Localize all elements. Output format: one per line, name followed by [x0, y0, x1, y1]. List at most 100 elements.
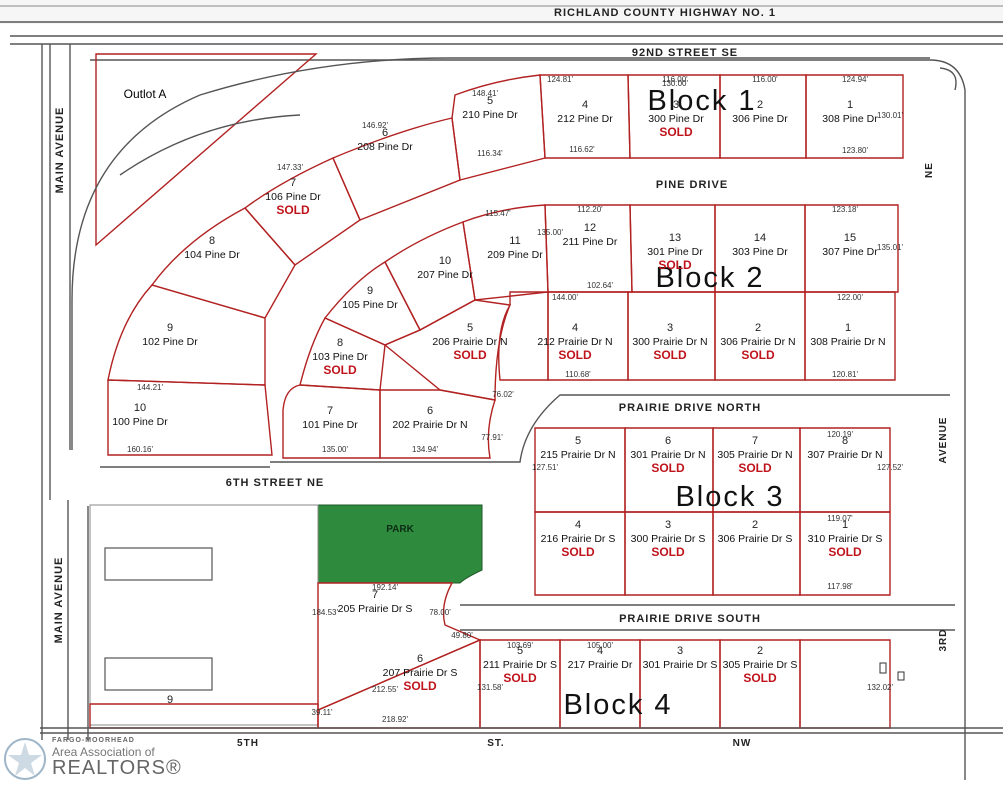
ne-label: NE [924, 162, 935, 178]
lot-address: 208 Pine Dr [357, 141, 413, 153]
lot-number: 6 [417, 653, 423, 665]
lot-address: 105 Pine Dr [342, 299, 398, 311]
sold-label: SOLD [558, 348, 592, 362]
lot-number: 5 [517, 645, 523, 657]
dimension-label: 124.81' [547, 75, 573, 84]
lot-number: 1 [842, 519, 848, 531]
lot-number: 9 [167, 322, 173, 334]
lot-number: 11 [509, 235, 520, 247]
lot-address: 217 Prairie Dr [568, 659, 633, 671]
block-3-label: Block 3 [675, 481, 784, 513]
main-avenue-label-bottom: MAIN AVENUE [53, 557, 65, 644]
lot-number: 7 [290, 177, 296, 189]
logo-line3: REALTORS® [52, 757, 182, 779]
fifth-label: 5TH [237, 738, 259, 749]
lot-address: 216 Prairie Dr S [541, 533, 616, 545]
sixth-street-label: 6TH STREET NE [226, 477, 325, 489]
dimension-label: 135.00' [322, 445, 348, 454]
dimension-label: 127.52' [877, 463, 903, 472]
pine-drive-label: PINE DRIVE [656, 179, 728, 191]
lot-address: 101 Pine Dr [302, 419, 358, 431]
dimension-label: 120.19' [827, 430, 853, 439]
highway-strip [0, 0, 1003, 24]
prairie-north-label: PRAIRIE DRIVE NORTH [619, 402, 761, 414]
lot-address: 306 Prairie Dr N [720, 336, 795, 348]
outlot-label: Outlot A [124, 87, 167, 101]
dimension-label: 123.80' [842, 146, 868, 155]
building-2 [104, 657, 213, 691]
lot-address: 308 Pine Dr [822, 113, 878, 125]
dimension-label: 127.51' [532, 463, 558, 472]
lot-address: 211 Prairie Dr S [483, 659, 557, 671]
dimension-label: 124.94' [842, 75, 868, 84]
lot-number: 4 [582, 99, 588, 111]
dimension-label: 132.02' [867, 683, 893, 692]
dimension-labels: 124.81'116.00'116.00'124.94'148.41'146.9… [127, 75, 903, 724]
lot-number: 14 [754, 232, 766, 244]
highway-label: RICHLAND COUNTY HIGHWAY NO. 1 [554, 7, 776, 19]
dimension-label: 110.68' [565, 370, 591, 379]
lot-address: 301 Prairie Dr N [630, 449, 705, 461]
park-label: PARK [386, 524, 414, 535]
dimension-label: 122.00' [837, 293, 863, 302]
lot-number: 10 [439, 255, 451, 267]
sold-label: SOLD [453, 348, 487, 362]
dimension-label: 115.47' [485, 209, 511, 218]
logo-line2: Area Association of [52, 745, 155, 759]
dimension-label: 116.00' [752, 75, 778, 84]
lot-number: 4 [597, 645, 603, 657]
lot-number: 1 [845, 322, 851, 334]
lot-address: 306 Pine Dr [732, 113, 788, 125]
lot-number: 3 [677, 645, 683, 657]
sold-label: SOLD [741, 348, 775, 362]
lot-address: 100 Pine Dr [112, 416, 168, 428]
dimension-label: 134.94' [412, 445, 438, 454]
dimension-label: 119.07' [827, 514, 853, 523]
dimension-label: 117.98' [827, 582, 853, 591]
sold-label: SOLD [828, 545, 862, 559]
lot-address: 207 Pine Dr [417, 269, 473, 281]
sold-label: SOLD [659, 125, 693, 139]
logo-line1: FARGO-MOORHEAD [52, 737, 135, 744]
lot-number: 5 [575, 435, 581, 447]
lot-address: 207 Prairie Dr S [383, 667, 458, 679]
lot-number: 9 [167, 694, 173, 706]
lot-number: 2 [752, 519, 758, 531]
lot-address: 300 Pine Dr [648, 113, 704, 125]
lot-number: 13 [669, 232, 681, 244]
dimension-label: 131.58' [477, 683, 503, 692]
lot-number: 2 [755, 322, 761, 334]
lot-address: 310 Prairie Dr S [808, 533, 883, 545]
lot-address: 307 Prairie Dr N [807, 449, 882, 461]
dimension-label: 135.00' [537, 228, 563, 237]
lot-address: 209 Pine Dr [487, 249, 543, 261]
dimension-label: 116.62' [569, 145, 595, 154]
sold-label: SOLD [653, 348, 687, 362]
lot-number: 3 [665, 519, 671, 531]
lot-number: 3 [667, 322, 673, 334]
dimension-label: 130.00' [662, 79, 688, 88]
lot-number: 2 [757, 99, 763, 111]
sold-label: SOLD [651, 545, 685, 559]
prairie-south-label: PRAIRIE DRIVE SOUTH [619, 613, 761, 625]
lot-number: 8 [337, 337, 343, 349]
dimension-label: 135.01' [877, 243, 903, 252]
main-avenue-label-top: MAIN AVENUE [54, 107, 66, 194]
sold-label: SOLD [403, 679, 437, 693]
dimension-label: 102.64' [587, 281, 613, 290]
star-logo-icon [4, 738, 46, 780]
lot-number: 7 [327, 405, 333, 417]
lot-address: 303 Pine Dr [732, 246, 788, 258]
dimension-label: 76.02' [492, 390, 514, 399]
sold-label: SOLD [561, 545, 595, 559]
dimension-label: 146.92' [362, 121, 388, 130]
dimension-label: 78.00' [429, 608, 451, 617]
lot-number: 1 [847, 99, 853, 111]
dimension-label: 116.00' [662, 75, 688, 84]
lot-address: 306 Prairie Dr S [718, 533, 793, 545]
lot-address: 215 Prairie Dr N [540, 449, 615, 461]
sold-label: SOLD [323, 363, 357, 377]
street-92nd-label: 92ND STREET SE [632, 47, 738, 59]
building-1 [104, 547, 213, 581]
